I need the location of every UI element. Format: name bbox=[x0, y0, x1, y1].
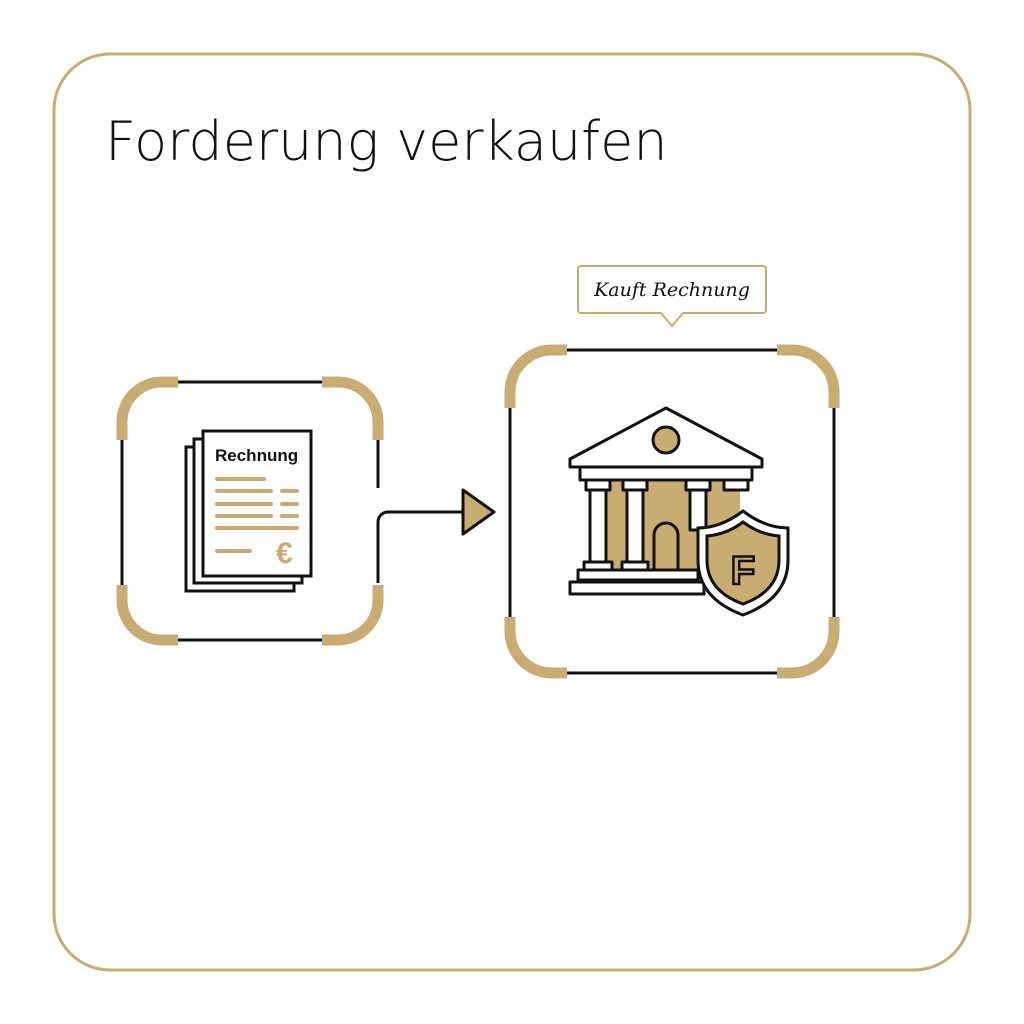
target-node-frame bbox=[504, 344, 840, 679]
invoice-label: Rechnung bbox=[215, 446, 298, 465]
bank-building-icon bbox=[568, 406, 764, 596]
shield-badge-letter: F bbox=[731, 549, 755, 593]
callout-text: Kauft Rechnung bbox=[593, 279, 750, 301]
invoice-stack-icon: Rechnung € bbox=[184, 429, 313, 593]
callout-bubble: Kauft Rechnung bbox=[577, 265, 767, 328]
page-title: Forderung verkaufen bbox=[105, 110, 668, 173]
outer-frame bbox=[52, 52, 972, 972]
euro-icon: € bbox=[276, 537, 293, 570]
shield-icon: F bbox=[696, 509, 790, 617]
source-node-frame bbox=[116, 376, 384, 646]
arrow-head-icon bbox=[461, 488, 496, 536]
flow-arrow bbox=[376, 488, 496, 583]
